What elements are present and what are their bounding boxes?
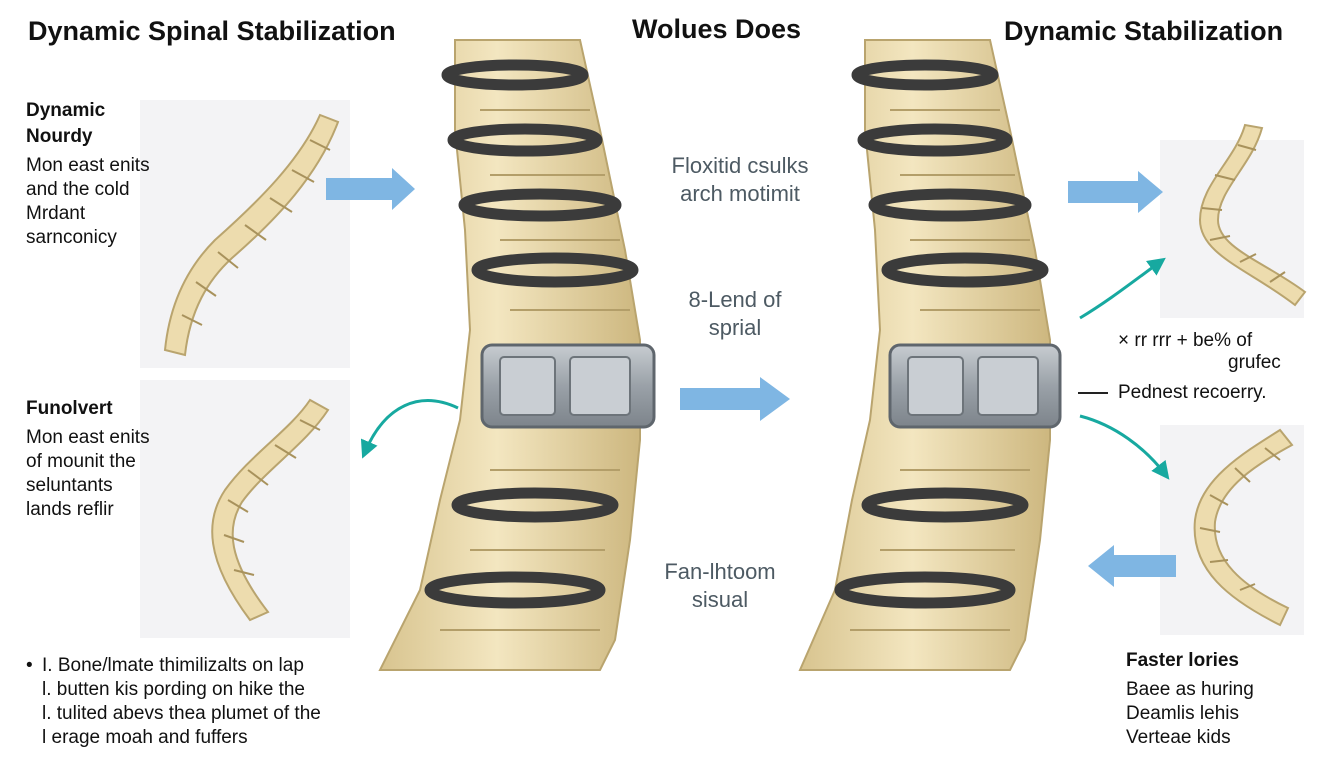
- right-mark-line-2: grufec: [1228, 352, 1281, 373]
- left-mid-line-3: seluntants: [26, 475, 113, 496]
- center-title: Wolues Does: [632, 14, 802, 44]
- blue-arrows: [326, 168, 1176, 587]
- left-top-heading-1: Dynamic: [26, 100, 106, 121]
- left-title: Dynamic Spinal Stabilization: [28, 16, 396, 46]
- center-note-1-line-2: arch motimit: [680, 181, 800, 206]
- left-top-spine-icon: [163, 113, 340, 357]
- right-mark-line-1: × rr rrr + be% of: [1118, 330, 1253, 351]
- list-item: l. butten kis pording on hike the: [42, 679, 306, 700]
- curved-arrow-icon: [1079, 414, 1170, 480]
- left-top-text: Dynamic Nourdy Mon east enits and the co…: [26, 98, 150, 250]
- center-note-2-line-1: 8-Lend of: [688, 287, 782, 312]
- right-bottom-spine-icon: [1193, 428, 1294, 627]
- left-mid-line-4: lands reflir: [26, 499, 114, 520]
- center-note-1: Floxitid csulks arch motimit: [630, 152, 850, 208]
- curved-arrow-icon: [1079, 257, 1166, 320]
- left-top-heading-2: Nourdy: [26, 126, 93, 147]
- list-item: I. Bone/lmate thimilizalts on lap: [42, 655, 304, 676]
- center-note-2: 8-Lend of sprial: [630, 286, 840, 342]
- left-mid-line-2: of mounit the: [26, 451, 136, 472]
- list-item: l. tulited abevs thea plumet of the: [42, 703, 321, 724]
- right-bottom-line-1: Baee as huring: [1126, 679, 1254, 700]
- right-spine-column: [798, 39, 1062, 671]
- center-note-3: Fan-lhtoom sisual: [615, 558, 825, 614]
- left-mid-heading: Funolvert: [26, 398, 113, 419]
- right-title: Dynamic Stabilization: [1004, 16, 1284, 46]
- right-bottom-line-3: Verteae kids: [1126, 727, 1231, 748]
- right-dash-text: Pednest recoerry.: [1118, 382, 1267, 403]
- curved-arrow-icon: [360, 399, 459, 459]
- left-mid-spine-icon: [211, 398, 330, 622]
- center-note-2-line-2: sprial: [708, 315, 762, 340]
- arrow-right-icon: [326, 168, 415, 210]
- right-dash-label: Pednest recoerry.: [1078, 382, 1267, 404]
- bullet-marker: •: [26, 655, 33, 676]
- list-item: l erage moah and fuffers: [42, 727, 248, 748]
- center-note-3-line-1: Fan-lhtoom: [664, 559, 776, 584]
- left-bottom-list: • I. Bone/lmate thimilizalts on lap l. b…: [26, 654, 321, 750]
- left-top-line-1: Mon east enits: [26, 155, 150, 176]
- right-bottom-text: Faster lories Baee as huring Deamlis leh…: [1126, 648, 1254, 750]
- left-top-line-4: sarnconicy: [26, 227, 117, 248]
- left-spine-column: [378, 39, 656, 671]
- left-top-line-3: Mrdant: [26, 203, 86, 224]
- center-note-3-line-2: sisual: [691, 587, 749, 612]
- left-mid-text: Funolvert Mon east enits of mounit the s…: [26, 396, 150, 522]
- teal-arrows: [360, 257, 1170, 480]
- arrow-right-icon: [680, 377, 790, 421]
- dash-line: [1078, 392, 1108, 394]
- arrow-right-icon: [1068, 171, 1163, 213]
- right-top-spine-icon: [1198, 123, 1307, 307]
- arrow-left-icon: [1088, 545, 1176, 587]
- left-mid-line-1: Mon east enits: [26, 427, 150, 448]
- left-top-line-2: and the cold: [26, 179, 130, 200]
- right-bottom-heading: Faster lories: [1126, 650, 1239, 671]
- right-mark-text: × rr rrr + be% of grufec: [1118, 330, 1281, 374]
- center-note-1-line-1: Floxitid csulks: [671, 153, 809, 178]
- right-bottom-line-2: Deamlis lehis: [1126, 703, 1239, 724]
